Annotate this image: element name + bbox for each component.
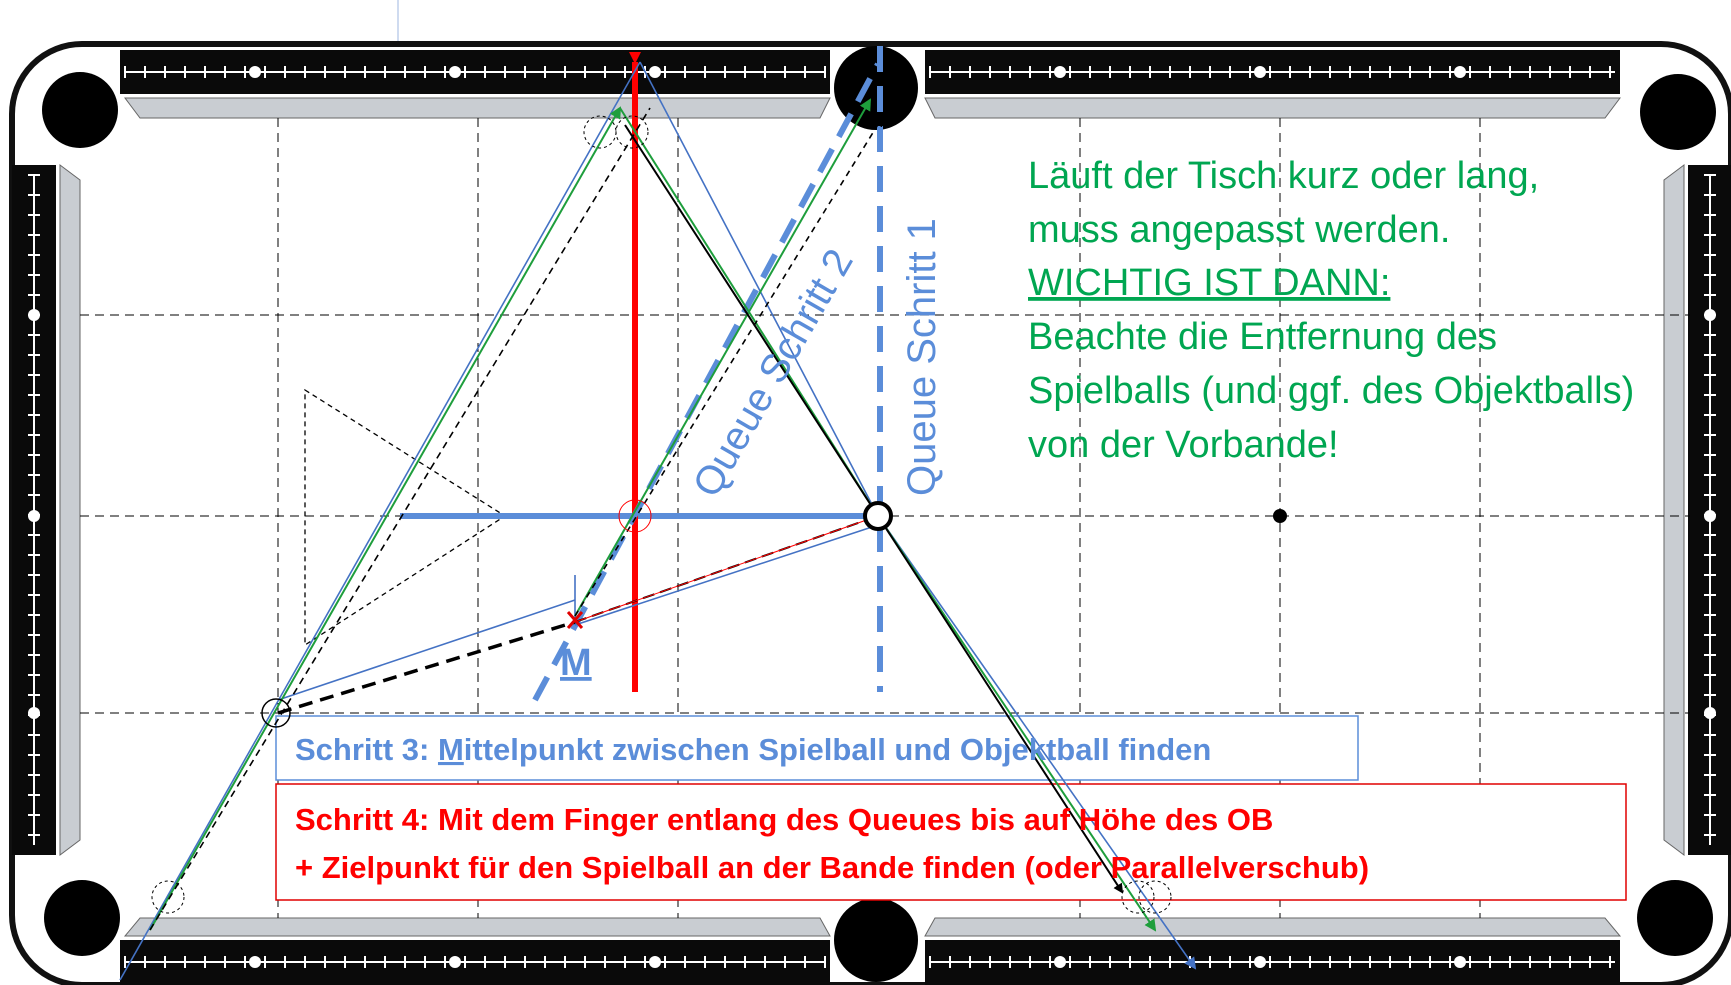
rail-diamond: [1254, 66, 1266, 78]
rack-triangle: [304, 388, 507, 647]
note-line1: Läuft der Tisch kurz oder lang,: [1028, 155, 1539, 197]
note-line6: von der Vorbande!: [1028, 424, 1339, 466]
step4-line1: Schritt 4: Mit dem Finger entlang des Qu…: [295, 802, 1273, 837]
step4-line2: + Zielpunkt für den Spielball an der Ban…: [295, 850, 1369, 885]
pocket-top-left: [42, 72, 118, 148]
step3-box: [275, 715, 1359, 781]
pocket-top-right: [1640, 74, 1716, 150]
rail-diamond: [1454, 66, 1466, 78]
rail-diamond: [449, 956, 461, 968]
step3-rest: ittelpunkt zwischen Spielball und Objekt…: [464, 732, 1212, 767]
rail-diamond: [1254, 956, 1266, 968]
note-line5: Spielballs (und ggf. des Objektballs): [1028, 370, 1634, 412]
cushion-bottom-right: [924, 917, 1622, 937]
step3-text: Schritt 3: Mittelpunkt zwischen Spielbal…: [295, 732, 1211, 767]
step4-box: [275, 783, 1627, 901]
ghost-ball-bottom-1: [1121, 880, 1155, 914]
note-line2: muss angepasst werden.: [1028, 209, 1450, 251]
cushion-top-right: [924, 97, 1621, 119]
rail-diamonds: [28, 66, 1716, 968]
cushion-left: [59, 164, 81, 856]
rail-diamond: [649, 956, 661, 968]
queue-step1-label: Queue Schritt 1: [900, 218, 944, 496]
pocket-bottom-middle: [834, 898, 918, 982]
red-mid-line: [574, 515, 879, 623]
spot-dot: [1273, 509, 1287, 523]
object-ball-outline: [261, 698, 291, 728]
cue-ball: [863, 501, 893, 531]
rail-diamond: [28, 309, 40, 321]
pocket-top-middle: [834, 46, 918, 130]
rail-diamond: [1704, 510, 1716, 522]
rail-diamond: [249, 66, 261, 78]
note-text: Läuft der Tisch kurz oder lang, muss ang…: [1028, 155, 1634, 466]
midpoint-x: [566, 611, 584, 629]
blue-paths: [119, 61, 1197, 981]
rail-diamond: [1054, 956, 1066, 968]
black-paths: [149, 107, 1124, 931]
rail-diamond: [649, 66, 661, 78]
rail-diamond: [449, 66, 461, 78]
cushion-right: [1663, 164, 1685, 856]
note-line3: WICHTIG IST DANN:: [1028, 262, 1390, 304]
step3-underlined: M: [438, 732, 464, 767]
rail-diamond: [249, 956, 261, 968]
rail-diamond: [1454, 956, 1466, 968]
rail-diamond: [1704, 309, 1716, 321]
pocket-bottom-right: [1637, 880, 1713, 956]
cushion-bottom-left: [123, 917, 831, 937]
pocket-bottom-left: [44, 880, 120, 956]
rail-diamond: [1704, 707, 1716, 719]
cushion-top-left: [124, 97, 831, 119]
ghost-ball-bottom-2: [1138, 880, 1172, 914]
ghost-ball-bottom-left: [151, 880, 185, 914]
rail-diamond: [1054, 66, 1066, 78]
rail-diamond: [28, 707, 40, 719]
step3-prefix: Schritt 3:: [295, 732, 438, 767]
red-ghost-ball: [618, 499, 652, 533]
note-line4: Beachte die Entfernung des: [1028, 316, 1497, 358]
ghost-ball-top-2: [615, 115, 649, 149]
midpoint-label: M: [560, 642, 592, 684]
queue-step2-line: [532, 62, 881, 702]
rail-diamond: [28, 510, 40, 522]
